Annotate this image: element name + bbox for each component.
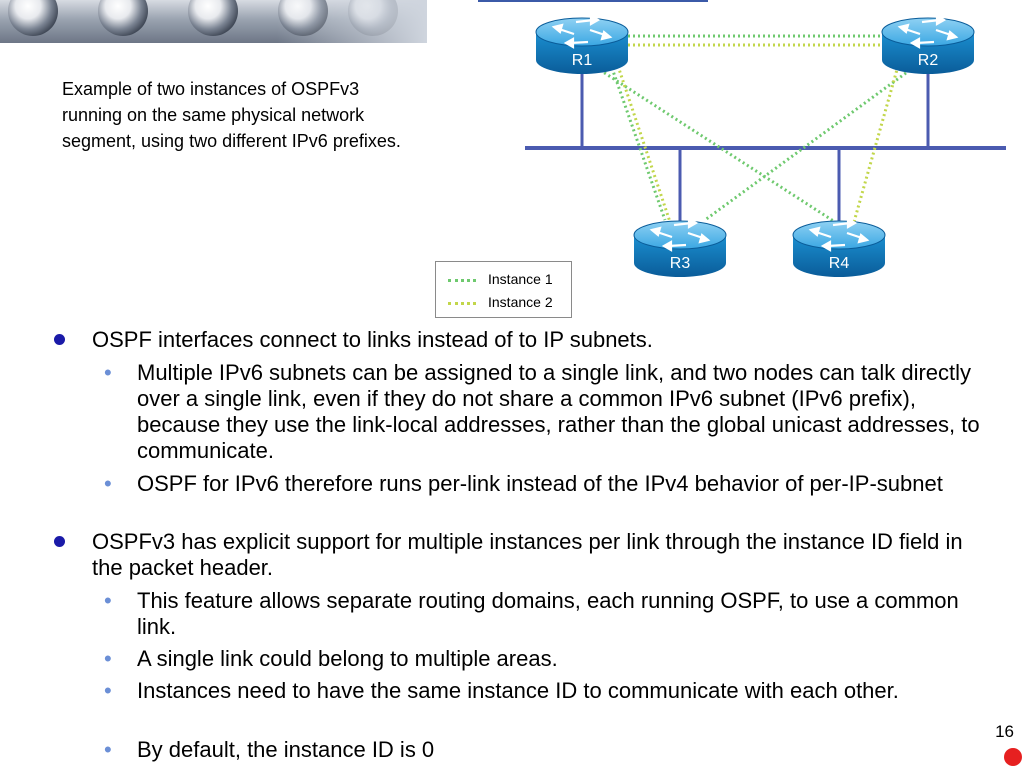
legend-swatch — [448, 278, 476, 282]
router-label: R3 — [670, 255, 691, 272]
sub-bullet-dot: • — [104, 471, 112, 496]
sub-bullet-item: •Multiple IPv6 subnets can be assigned t… — [104, 360, 980, 463]
bullet-dot — [54, 334, 65, 345]
bullet-dot — [54, 536, 65, 547]
bullet-item: OSPF interfaces connect to links instead… — [54, 327, 992, 353]
router-r4: R4 — [792, 217, 886, 277]
sub-bullet-item: •OSPF for IPv6 therefore runs per-link i… — [104, 471, 943, 496]
bullet-item: OSPFv3 has explicit support for multiple… — [54, 529, 992, 581]
router-r2: R2 — [881, 14, 975, 74]
router-r3: R3 — [633, 217, 727, 277]
instance2-link — [616, 65, 672, 223]
sub-bullet-item: •A single link could belong to multiple … — [104, 646, 558, 671]
instance1-link — [599, 68, 836, 224]
sub-bullet-item: •This feature allows separate routing do… — [104, 588, 959, 639]
instance2-link — [852, 65, 900, 223]
sub-bullet-dot: • — [104, 737, 112, 762]
page-marker-dot — [1004, 748, 1022, 766]
diagram-caption: Example of two instances of OSPFv3 runni… — [62, 79, 401, 151]
router-label: R2 — [918, 52, 939, 69]
page-number: 16 — [995, 722, 1014, 741]
legend-item-instance-1: Instance 1 — [448, 270, 553, 288]
legend-swatch — [448, 301, 476, 305]
sub-bullet-dot: • — [104, 360, 112, 385]
sub-bullet-dot: • — [104, 646, 112, 671]
router-r1: R1 — [535, 14, 629, 74]
instance1-link — [610, 67, 667, 221]
top-accent-line — [478, 0, 708, 2]
sub-bullet-dot: • — [104, 588, 112, 613]
header-banner-image — [0, 0, 427, 43]
diagram-legend: Instance 1 Instance 2 — [435, 261, 572, 318]
sub-bullet-dot: • — [104, 678, 112, 703]
router-label: R4 — [829, 255, 850, 272]
sub-bullet-item: •By default, the instance ID is 0 — [104, 737, 435, 762]
sub-bullet-item: •Instances need to have the same instanc… — [104, 678, 899, 703]
legend-item-instance-2: Instance 2 — [448, 293, 553, 311]
instance1-link — [704, 68, 911, 222]
router-label: R1 — [572, 52, 593, 69]
